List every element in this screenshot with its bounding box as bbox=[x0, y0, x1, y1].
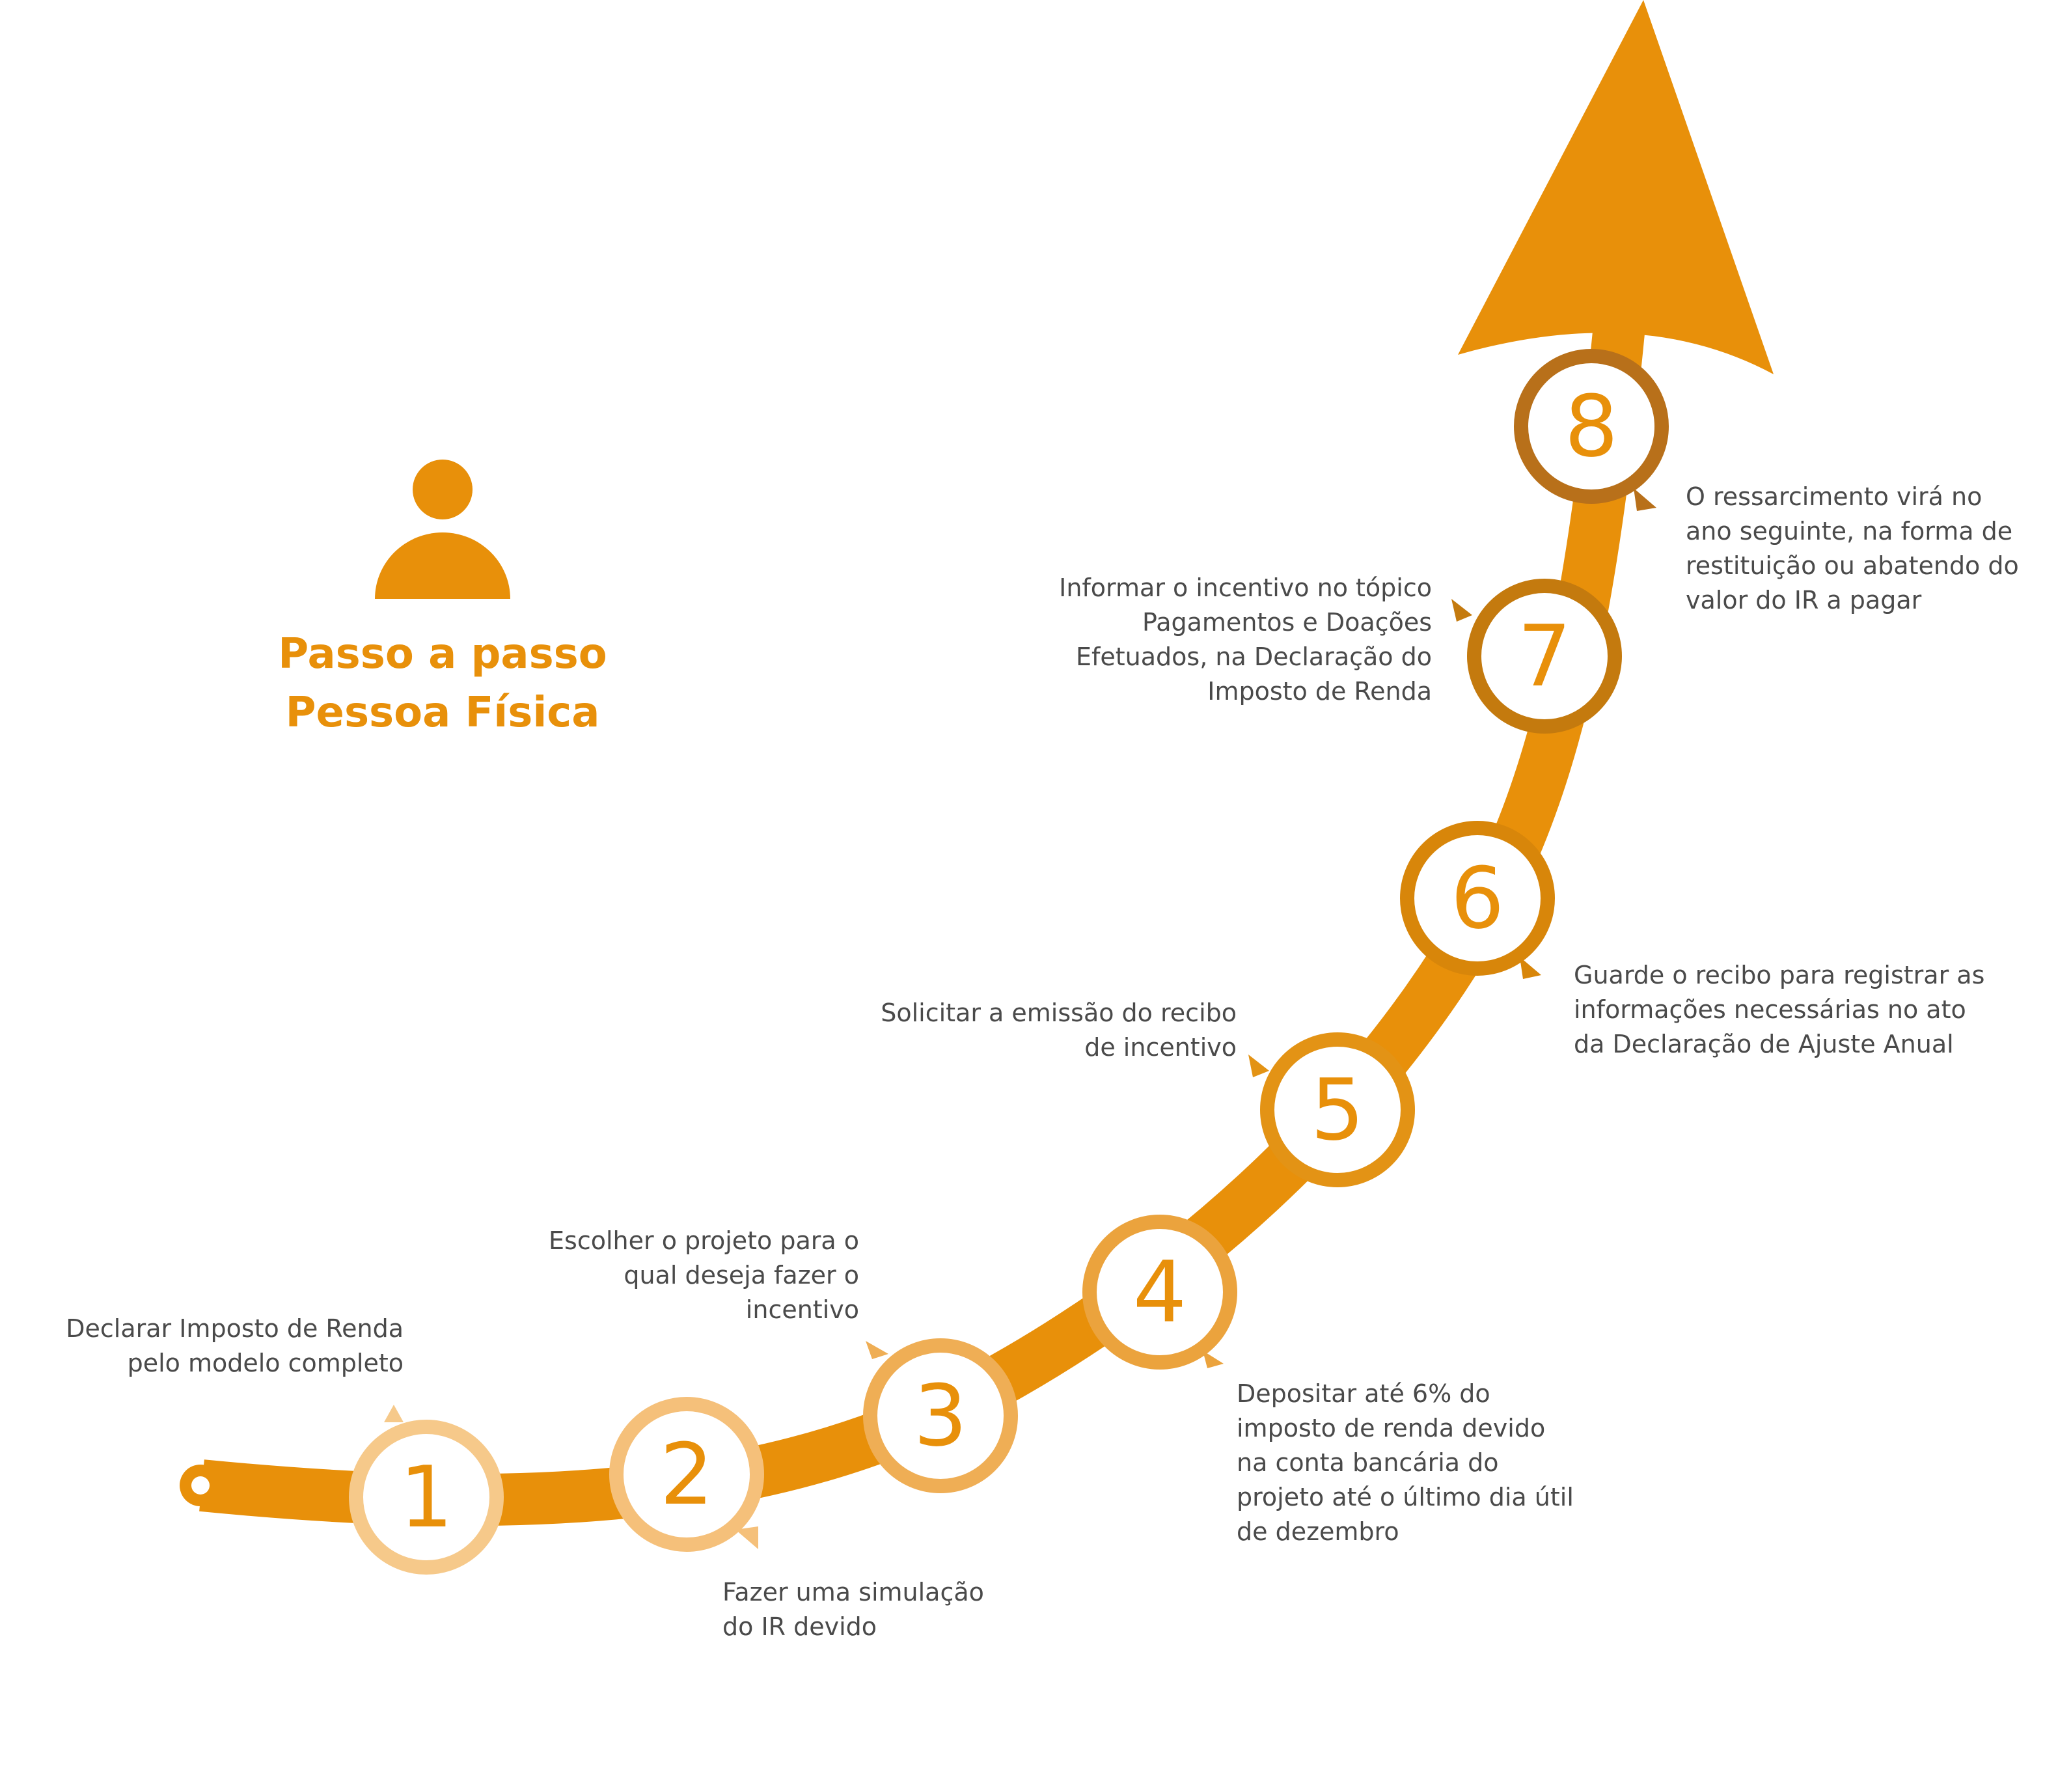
step-3-ring bbox=[863, 1338, 1018, 1493]
diagram-title: Passo a passo Pessoa Física bbox=[247, 625, 638, 742]
path-start-cap bbox=[180, 1465, 221, 1506]
step-1-ring bbox=[349, 1420, 504, 1575]
step-8-ring bbox=[1514, 349, 1669, 504]
step-4-number: 4 bbox=[1133, 1243, 1187, 1342]
step-1-text: Declarar Imposto de Renda pelo modelo co… bbox=[66, 1314, 404, 1377]
title-line-2: Pessoa Física bbox=[285, 689, 600, 737]
step-8-text: O ressarcimento virá no ano seguinte, na… bbox=[1686, 482, 2019, 614]
marker-5 bbox=[1248, 1055, 1269, 1077]
step-4-circle: 4 bbox=[1082, 1215, 1237, 1370]
step-3-circle: 3 bbox=[863, 1338, 1018, 1493]
step-1-circle: 1 bbox=[349, 1420, 504, 1575]
step-markers bbox=[384, 488, 1656, 1549]
marker-3 bbox=[866, 1341, 888, 1359]
step-5-number: 5 bbox=[1311, 1060, 1365, 1159]
step-6-ring bbox=[1400, 821, 1555, 976]
step-7-ring bbox=[1467, 579, 1622, 734]
step-2-ring bbox=[609, 1397, 764, 1552]
step-8-number: 8 bbox=[1565, 377, 1619, 476]
step-4-ring bbox=[1082, 1215, 1237, 1370]
marker-2 bbox=[735, 1526, 758, 1549]
step-5-ring bbox=[1260, 1032, 1415, 1187]
marker-1 bbox=[384, 1405, 404, 1422]
title-line-1: Passo a passo bbox=[278, 630, 607, 678]
step-2-text: Fazer uma simulação do IR devido bbox=[722, 1578, 984, 1641]
step-5-circle: 5 bbox=[1260, 1032, 1415, 1187]
step-1-number: 1 bbox=[400, 1448, 454, 1547]
step-3-number: 3 bbox=[914, 1366, 968, 1465]
marker-8 bbox=[1634, 488, 1656, 511]
step-6-circle: 6 bbox=[1400, 821, 1555, 976]
marker-7 bbox=[1451, 599, 1472, 622]
marker-6 bbox=[1520, 957, 1541, 979]
person-icon bbox=[375, 460, 510, 599]
marker-4 bbox=[1203, 1351, 1224, 1368]
arrow-head bbox=[1458, 0, 1774, 374]
step-circles: 1 2 3 4 5 6 7 8 bbox=[349, 349, 1669, 1575]
step-7-circle: 7 bbox=[1467, 579, 1622, 734]
step-6-text: Guarde o recibo para registrar as inform… bbox=[1574, 961, 1985, 1058]
step-2-number: 2 bbox=[660, 1425, 714, 1524]
step-7-text: Informar o incentivo no tópico Pagamento… bbox=[1059, 573, 1432, 706]
step-7-number: 7 bbox=[1518, 607, 1572, 706]
step-6-number: 6 bbox=[1451, 849, 1505, 948]
step-8-circle: 8 bbox=[1514, 349, 1669, 504]
step-2-circle: 2 bbox=[609, 1397, 764, 1552]
step-4-text: Depositar até 6% do imposto de renda dev… bbox=[1237, 1379, 1574, 1546]
step-5-text: Solicitar a emissão do recibo de incenti… bbox=[881, 999, 1237, 1062]
step-3-text: Escolher o projeto para o qual deseja fa… bbox=[549, 1226, 859, 1324]
